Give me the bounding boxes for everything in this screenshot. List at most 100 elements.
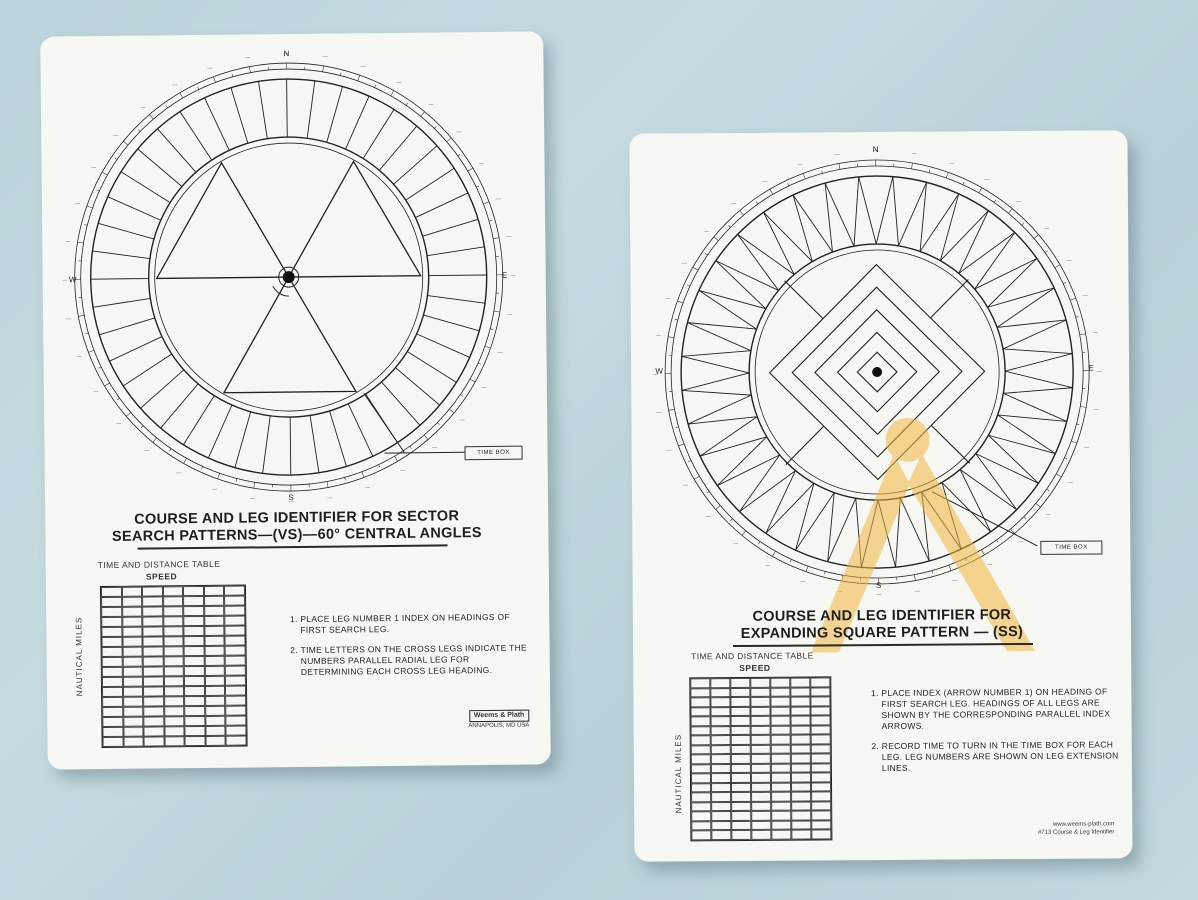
sector-search-card: ———————————————————————————————————— N S… — [40, 31, 551, 769]
table-cell — [143, 686, 164, 696]
square-card-title: COURSE AND LEG IDENTIFIER FOR EXPANDING … — [633, 606, 1131, 643]
sector-card-title: COURSE AND LEG IDENTIFIER FOR SECTOR SEA… — [45, 507, 548, 546]
table-cell — [122, 637, 143, 647]
svg-text:—: — — [507, 312, 512, 318]
table-cell — [811, 715, 831, 725]
table-cell — [710, 678, 730, 688]
table-cell — [750, 687, 770, 697]
pivot-center — [283, 271, 295, 283]
svg-text:—: — — [245, 55, 250, 61]
table-cell — [142, 596, 163, 606]
table-cell — [731, 716, 751, 726]
table-cell — [226, 726, 247, 736]
svg-text:—: — — [665, 296, 670, 302]
time-box: TIME BOX — [1040, 540, 1102, 554]
table-cell — [691, 726, 711, 736]
table-cell — [204, 616, 225, 626]
instruction-2: TIME LETTERS ON THE CROSS LEGS INDICATE … — [301, 643, 535, 678]
table-cell — [710, 697, 730, 707]
expanding-square-card: ———————————————————————————————————— N S… — [629, 130, 1132, 861]
table-cell — [164, 726, 185, 736]
table-cell — [791, 716, 811, 726]
table-cell — [731, 726, 751, 736]
table-cell — [811, 754, 831, 764]
table-cell — [691, 754, 711, 764]
table-cell — [226, 736, 247, 746]
table-cell — [164, 676, 185, 686]
table-cell — [711, 726, 731, 736]
speed-label: SPEED — [146, 571, 177, 581]
table-cell — [751, 735, 771, 745]
table-cell — [184, 616, 205, 626]
table-cell — [225, 626, 246, 636]
svg-text:—: — — [91, 165, 96, 171]
table-cell — [811, 763, 831, 773]
table-cell — [142, 586, 163, 596]
table-cell — [771, 725, 791, 735]
svg-text:—: — — [1016, 199, 1021, 205]
east-label: E — [502, 271, 507, 280]
table-cell — [144, 726, 165, 736]
table-cell — [691, 773, 711, 783]
table-cell — [711, 716, 731, 726]
table-cell — [730, 697, 750, 707]
table-cell — [102, 717, 123, 727]
table-cell — [751, 811, 771, 821]
svg-text:—: — — [116, 421, 121, 427]
table-cell — [143, 696, 164, 706]
table-cell — [224, 586, 245, 596]
table-cell — [143, 626, 164, 636]
svg-text:—: — — [1094, 407, 1099, 413]
svg-text:—: — — [952, 578, 957, 584]
table-cell — [751, 792, 771, 802]
svg-text:—: — — [496, 196, 501, 202]
table-cell — [163, 626, 184, 636]
table-cell — [791, 754, 811, 764]
svg-text:W: W — [655, 367, 663, 376]
table-cell — [122, 647, 143, 657]
table-cell — [691, 802, 711, 812]
table-cell — [184, 666, 205, 676]
table-cell — [205, 686, 226, 696]
svg-text:—: — — [62, 277, 67, 283]
table-cell — [123, 727, 144, 737]
table-cell — [225, 686, 246, 696]
svg-text:—: — — [731, 201, 736, 207]
table-cell — [164, 706, 185, 716]
table-cell — [123, 697, 144, 707]
table-cell — [691, 716, 711, 726]
svg-text:—: — — [144, 448, 149, 454]
table-cell — [224, 596, 245, 606]
table-cell — [710, 688, 730, 698]
table-cell — [791, 773, 811, 783]
svg-text:—: — — [75, 201, 80, 207]
table-cell — [690, 697, 710, 707]
table-cell — [730, 678, 750, 688]
table-cell — [751, 754, 771, 764]
nautical-miles-label: NAUTICAL MILES — [74, 617, 84, 697]
table-cell — [163, 596, 184, 606]
table-cell — [163, 636, 184, 646]
table-cell — [771, 821, 791, 831]
table-cell — [771, 773, 791, 783]
table-cell — [226, 696, 247, 706]
table-cell — [690, 678, 710, 688]
table-cell — [183, 586, 204, 596]
nautical-miles-label: NAUTICAL MILES — [674, 734, 684, 814]
svg-text:—: — — [510, 273, 515, 279]
table-cell — [751, 716, 771, 726]
table-cell — [751, 764, 771, 774]
svg-text:—: — — [77, 354, 82, 360]
table-cell — [205, 666, 226, 676]
product-info: www.weems-plath.com #713 Course & Leg Id… — [974, 820, 1114, 837]
table-cell — [791, 811, 811, 821]
svg-text:—: — — [365, 485, 370, 491]
table-cell — [164, 716, 185, 726]
table-cell — [205, 696, 226, 706]
table-cell — [691, 831, 711, 841]
svg-text:—: — — [479, 161, 484, 167]
table-cell — [144, 736, 165, 746]
table-cell — [791, 735, 811, 745]
table-cell — [691, 821, 711, 831]
svg-text:—: — — [400, 468, 405, 474]
